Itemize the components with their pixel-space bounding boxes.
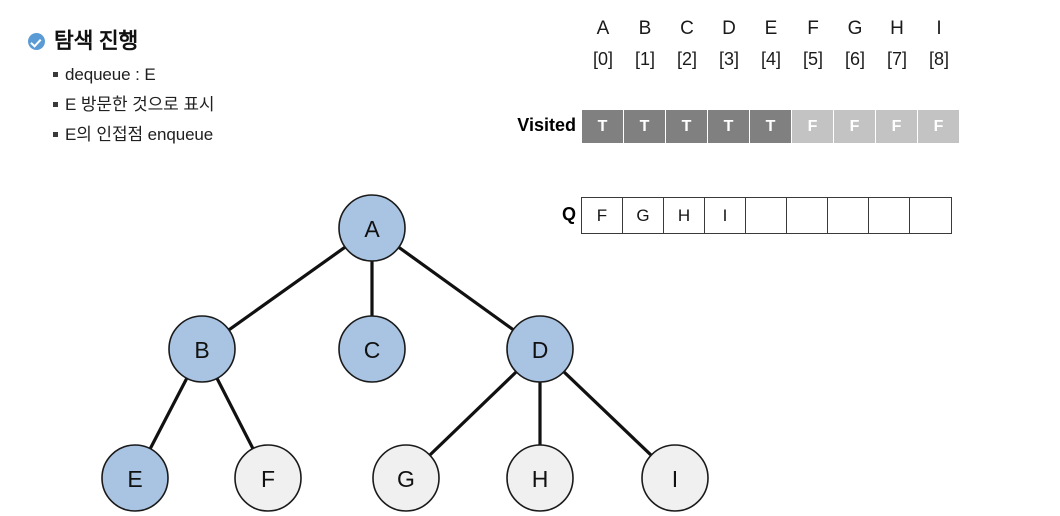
node-circle-b: [168, 315, 236, 383]
queue-cell: [910, 198, 951, 233]
node-circle-a: [338, 194, 406, 262]
queue-cell: [746, 198, 787, 233]
list-item-label: dequeue : E: [65, 64, 156, 84]
visited-cell: T: [582, 110, 623, 143]
column-header: F: [807, 18, 819, 39]
bullet-text-block: 탐색 진행 dequeue : E E 방문한 것으로 표시 E의 인접점 en…: [28, 29, 358, 154]
tree-node-c: C: [338, 315, 406, 383]
queue-cell: G: [623, 198, 664, 233]
list-item-label: E 방문한 것으로 표시: [65, 94, 215, 114]
index-label: [0]: [592, 49, 613, 69]
index-label: [3]: [718, 49, 739, 69]
array-column-headers: A B C D E F G H I: [582, 18, 960, 40]
queue-array: F G H I: [581, 197, 952, 234]
visited-row-label: Visited: [517, 115, 576, 135]
queue-cell: [828, 198, 869, 233]
page-title: 탐색 진행: [54, 29, 139, 53]
index-label: [1]: [634, 49, 655, 69]
tree-node-d: D: [506, 315, 574, 383]
check-circle-icon: [28, 33, 45, 51]
column-header: G: [847, 18, 863, 39]
node-circle-g: [372, 444, 440, 512]
node-label-b: B: [194, 337, 209, 363]
list-item-label: E의 인접점 enqueue: [65, 125, 214, 145]
tree-edge-A-B: [226, 244, 348, 333]
node-label-d: D: [532, 337, 549, 363]
index-label: [7]: [886, 49, 907, 69]
node-circle-d: [506, 315, 574, 383]
queue-cell: [869, 198, 910, 233]
heading-row: 탐색 진행: [28, 29, 358, 54]
tree-edge-B-E: [147, 375, 190, 452]
column-header: I: [936, 18, 942, 39]
queue-cell: F: [582, 198, 623, 233]
node-label-g: G: [397, 466, 415, 492]
column-header: D: [722, 18, 736, 39]
index-label: [2]: [676, 49, 697, 69]
index-label: [6]: [844, 49, 865, 69]
column-header: A: [596, 18, 610, 39]
queue-cell: I: [705, 198, 746, 233]
node-circle-i: [641, 444, 709, 512]
node-label-c: C: [364, 337, 381, 363]
list-item: E 방문한 것으로 표시: [53, 94, 358, 115]
column-header: E: [764, 18, 778, 39]
visited-cell: T: [708, 110, 749, 143]
column-header: B: [638, 18, 652, 39]
visited-cell: F: [876, 110, 917, 143]
square-bullet-icon: [53, 132, 58, 138]
visited-cell: F: [918, 110, 959, 143]
column-header: H: [890, 18, 904, 39]
index-label: [8]: [928, 49, 949, 69]
node-circle-c: [338, 315, 406, 383]
tree-node-a: A: [338, 194, 406, 262]
node-circle-e: [101, 444, 169, 512]
node-circle-f: [234, 444, 302, 512]
visited-cell: T: [750, 110, 791, 143]
tree-node-i: I: [641, 444, 709, 512]
node-label-i: I: [672, 466, 678, 492]
index-label: [4]: [760, 49, 781, 69]
visited-cell: T: [666, 110, 707, 143]
tree-edge-D-G: [427, 369, 519, 458]
list-item: E의 인접점 enqueue: [53, 124, 358, 145]
tree-node-e: E: [101, 444, 169, 512]
column-header: C: [680, 18, 694, 39]
node-label-h: H: [532, 466, 549, 492]
tree-node-h: H: [506, 444, 574, 512]
tree-node-g: G: [372, 444, 440, 512]
queue-row-label: Q: [561, 204, 576, 224]
node-label-f: F: [261, 466, 275, 492]
tree-edge-D-I: [561, 369, 654, 458]
list-item: dequeue : E: [53, 64, 358, 85]
node-label-a: A: [364, 216, 380, 242]
visited-cell: F: [792, 110, 833, 143]
tree-node-f: F: [234, 444, 302, 512]
node-circle-h: [506, 444, 574, 512]
array-index-headers: [0] [1] [2] [3] [4] [5] [6] [7] [8]: [582, 49, 960, 70]
queue-cell: H: [664, 198, 705, 233]
tree-node-b: B: [168, 315, 236, 383]
index-label: [5]: [802, 49, 823, 69]
queue-cell: [787, 198, 828, 233]
square-bullet-icon: [53, 101, 58, 107]
visited-cell: T: [624, 110, 665, 143]
tree-edge-A-D: [396, 244, 516, 333]
node-label-e: E: [127, 466, 142, 492]
edge-layer: [147, 244, 654, 458]
visited-cell: F: [834, 110, 875, 143]
visited-array: T T T T T F F F F: [582, 110, 959, 143]
square-bullet-icon: [53, 71, 58, 77]
tree-edge-B-F: [214, 375, 256, 452]
